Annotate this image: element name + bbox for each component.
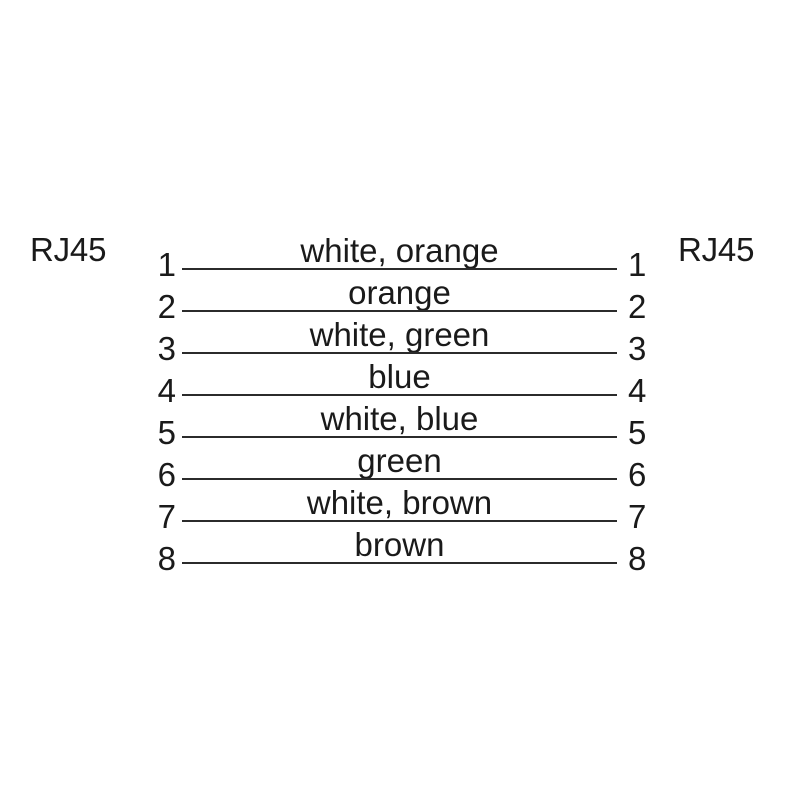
wire-color-label: blue — [368, 358, 431, 395]
pin-number-right: 7 — [628, 498, 647, 535]
wire-color-label: white, blue — [320, 400, 479, 437]
pin-number-right: 8 — [628, 540, 647, 577]
wire-line — [182, 310, 617, 312]
pin-number-left: 2 — [157, 288, 176, 325]
wire-line — [182, 394, 617, 396]
connector-label-right: RJ45 — [678, 231, 755, 268]
wire-color-label: white, orange — [300, 232, 499, 269]
pin-number-right: 4 — [628, 372, 647, 409]
pin-row: 3 white, green 3 — [140, 312, 660, 365]
connector-label-left: RJ45 — [30, 231, 107, 268]
wire-line — [182, 436, 617, 438]
pin-number-left: 1 — [157, 246, 176, 283]
wire-color-label: orange — [348, 274, 451, 311]
pin-number-right: 3 — [628, 330, 647, 367]
pin-row: 6 green 6 — [140, 438, 660, 491]
pin-number-right: 2 — [628, 288, 647, 325]
pin-number-left: 6 — [157, 456, 176, 493]
pin-number-left: 3 — [157, 330, 176, 367]
pin-row: 5 white, blue 5 — [140, 396, 660, 449]
pin-row: 1 white, orange 1 — [140, 228, 660, 281]
pin-number-right: 1 — [628, 246, 647, 283]
wire-color-label: white, green — [309, 316, 490, 353]
wire-line — [182, 562, 617, 564]
wire-line — [182, 268, 617, 270]
wire-color-label: brown — [354, 526, 445, 563]
pin-number-left: 8 — [157, 540, 176, 577]
wire-line — [182, 478, 617, 480]
pin-row: 4 blue 4 — [140, 354, 660, 407]
pin-number-left: 4 — [157, 372, 176, 409]
pin-number-left: 5 — [157, 414, 176, 451]
wire-color-label: green — [357, 442, 442, 479]
wire-line — [182, 352, 617, 354]
pin-row: 2 orange 2 — [140, 270, 660, 323]
wire-line — [182, 520, 617, 522]
wire-color-label: white, brown — [306, 484, 493, 521]
pin-row: 7 white, brown 7 — [140, 480, 660, 533]
pin-row: 8 brown 8 — [140, 522, 660, 575]
pin-number-right: 5 — [628, 414, 647, 451]
pin-number-right: 6 — [628, 456, 647, 493]
pin-number-left: 7 — [157, 498, 176, 535]
